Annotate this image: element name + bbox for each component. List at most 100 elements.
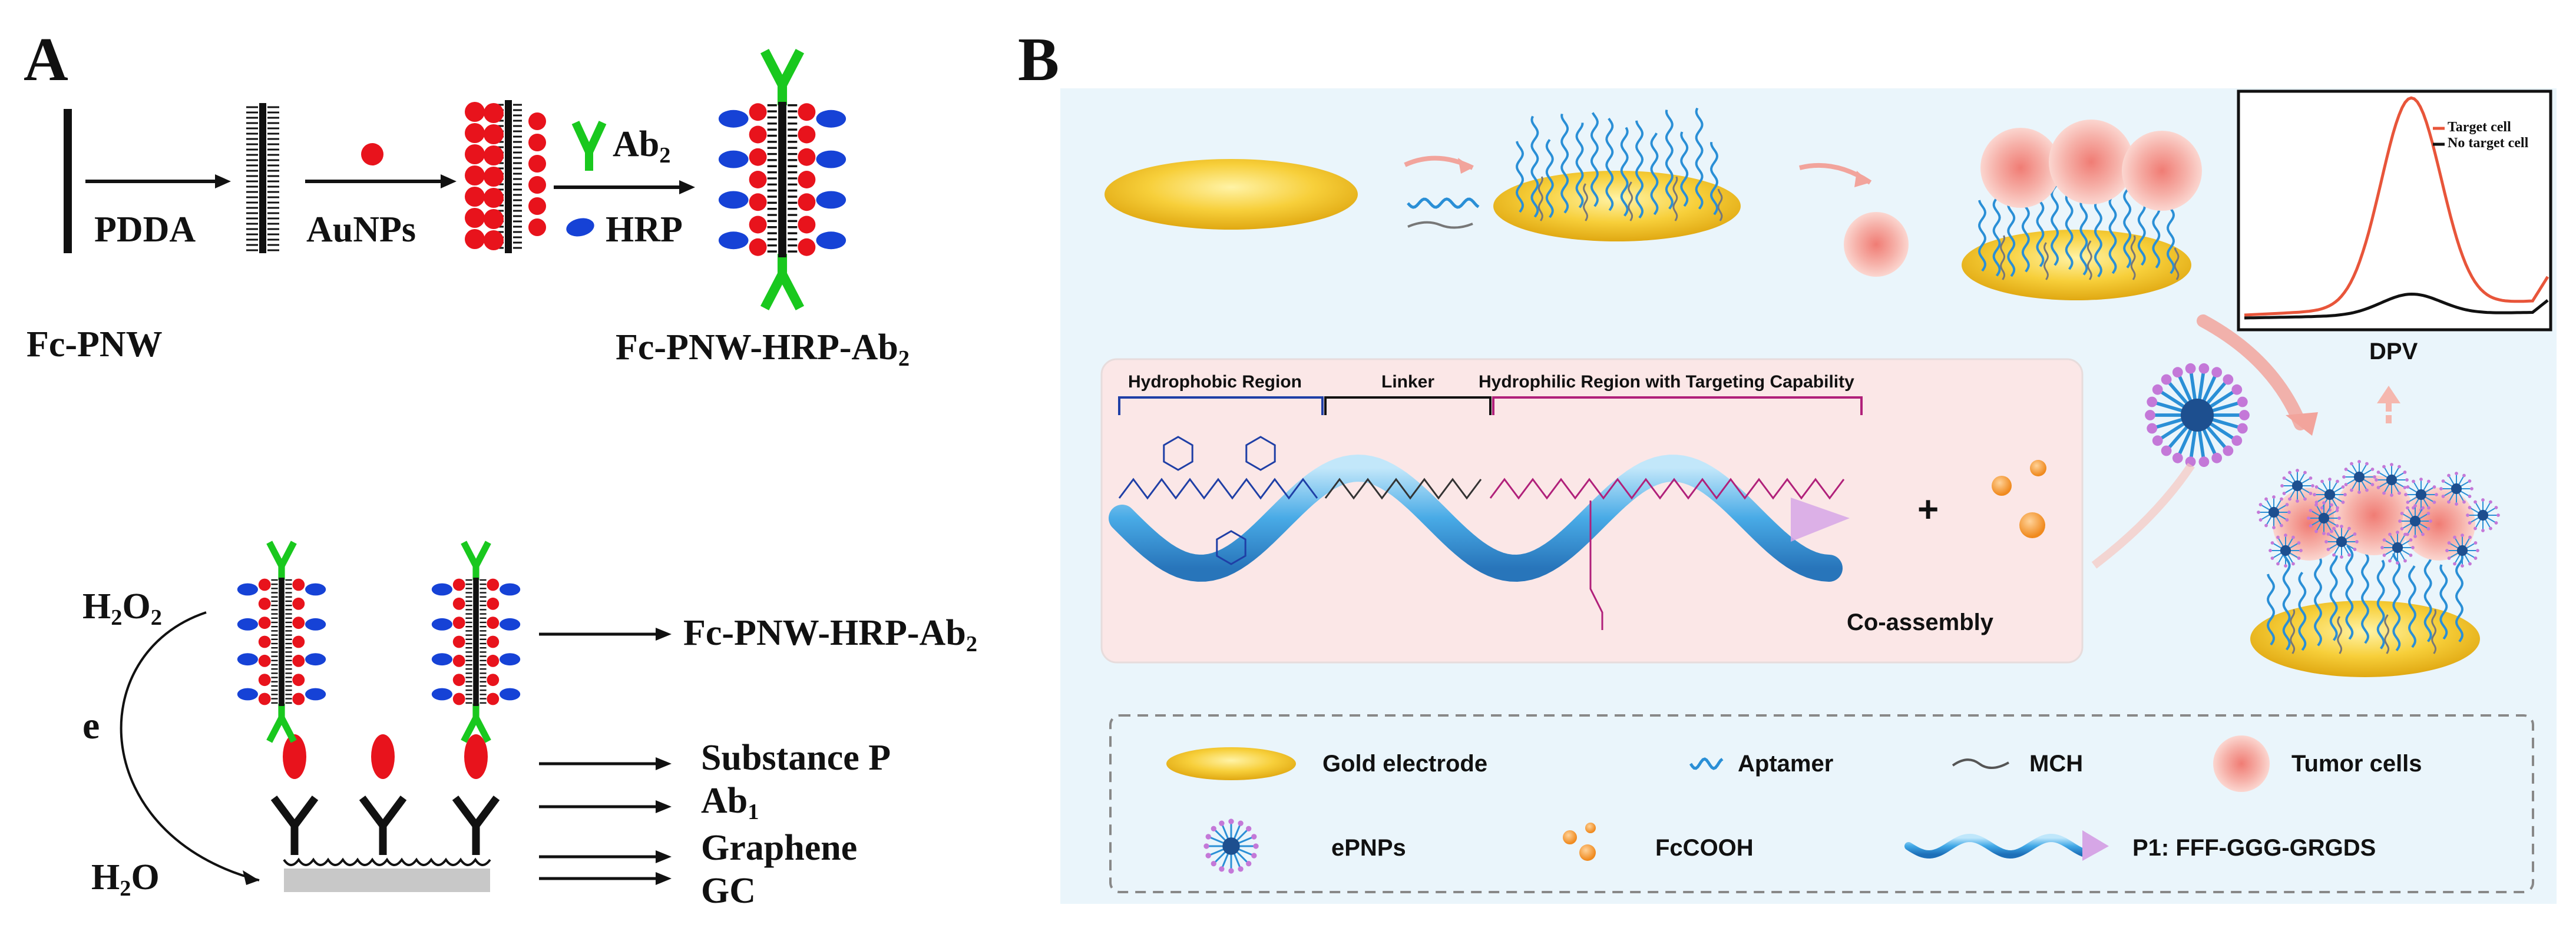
ab2-label: Ab2 [613,124,670,168]
aunp-dot [465,102,485,122]
hrp-enzyme [305,618,326,631]
mch-strand [2086,240,2092,280]
hrp-enzyme [237,583,258,596]
legend-epnps-label: ePNPs [1331,835,1406,861]
epnp-tip [2398,519,2402,523]
epnp-tip [2314,485,2319,489]
aptamer-strand [2313,546,2323,647]
aunp-dot [798,103,816,121]
hrp-enzyme [237,653,258,666]
nanowire-core [279,578,285,706]
dpv-chart [2237,90,2552,332]
epnp-tip [2382,465,2386,469]
aunp-dot [487,617,500,629]
epnp-tip [1203,843,1209,849]
epnp-tip [2426,527,2430,531]
dpv-axis-label: DPV [2369,339,2418,364]
epnp-tip [2435,493,2438,496]
epnp-core [2392,542,2403,554]
pdda-label: PDDA [94,210,196,250]
epnp-core [2324,489,2336,501]
gold-electrode-final [2250,601,2480,677]
ab2-arm [266,541,285,568]
aptamer-strand [2408,565,2417,648]
epnp-core [2181,399,2214,432]
ab1-arm [291,796,319,828]
epnp-tip [2161,374,2172,385]
substance-p [464,734,488,779]
ab2-arm [778,49,805,87]
aunp-dot [798,148,816,166]
hrp-enzyme [816,231,846,250]
epnp-tip [2427,479,2430,483]
aptamer-strand [2439,564,2448,640]
mch-strand [1717,188,1723,221]
bracket-hydrophilic [1492,396,1863,415]
epnp-tip [1246,861,1252,867]
epnp-tip [2326,548,2330,551]
aunp-dot [749,216,767,234]
epnp-core [2477,509,2489,521]
aunp-dot [749,148,767,166]
arrow-pdda-head [215,174,231,188]
electron-arrow-head [243,870,259,885]
hrp-enzyme [816,191,846,209]
aunp-dot [798,216,816,234]
linker-label: Linker [1381,372,1435,392]
hrp-enzyme [718,150,749,168]
epnp-tip [2474,500,2477,504]
bracket-hydrophobic [1118,396,1324,415]
ab1-arm [270,796,298,828]
epnp-tip [2474,526,2477,531]
epnp-tip [2406,485,2410,489]
hrp-enzyme [431,583,453,596]
signal-arrow [2197,314,2307,430]
epnp-tip [2419,478,2423,481]
epnp-tip [2388,532,2392,536]
epnp-tip [2470,487,2474,490]
aunp-dot [484,167,504,187]
epnp-tip [2231,384,2243,395]
epnp-tip [2343,493,2347,496]
epnp-tip [2344,483,2348,486]
epnp-tip [2489,500,2492,504]
aptamer-forest-3 [2266,540,2464,654]
aunp-dot [749,193,767,211]
gc-electrode [284,869,490,892]
ab1-arm [359,796,386,828]
mch-strand [2384,614,2390,654]
aunp-dot [292,597,305,610]
epnp-tip [2396,531,2399,534]
hrp-enzyme [237,688,258,701]
probe-small-left [237,541,326,743]
dpv-chart-frame [2237,90,2552,332]
epnp-tip [2403,532,2407,536]
epnp-tip [2421,532,2425,536]
epnp-tip [2455,502,2458,506]
aptamer-strand [1575,122,1584,208]
epnp-core [2268,506,2280,518]
epnp-tip [2258,518,2263,522]
hrp-enzyme [500,583,521,596]
epnp-tip [2276,562,2280,566]
epnp-tip [2335,509,2339,512]
epnp-core [2353,471,2365,483]
aptamer-strand [1620,127,1629,217]
epnp-tip [2297,541,2301,545]
aptamer-strand [1978,200,1987,272]
aunp-dot [292,654,305,667]
epnp-core [2456,545,2468,556]
aunp-dot [292,674,305,687]
aunp-dot [452,578,465,591]
dpv-legend-target: Target cell [2448,120,2511,135]
aunp-dot [465,123,485,143]
epnp-tip [2468,521,2472,525]
plus-sign: + [1917,489,1939,530]
epnp-tip [2320,479,2324,483]
epnp-tip [2474,556,2478,560]
epnp-tip [2481,529,2485,532]
epnp-tip [2365,488,2369,492]
epnp-tip [2237,423,2248,434]
epnp-tip [1219,820,1225,826]
epnp-tip [2272,495,2276,499]
